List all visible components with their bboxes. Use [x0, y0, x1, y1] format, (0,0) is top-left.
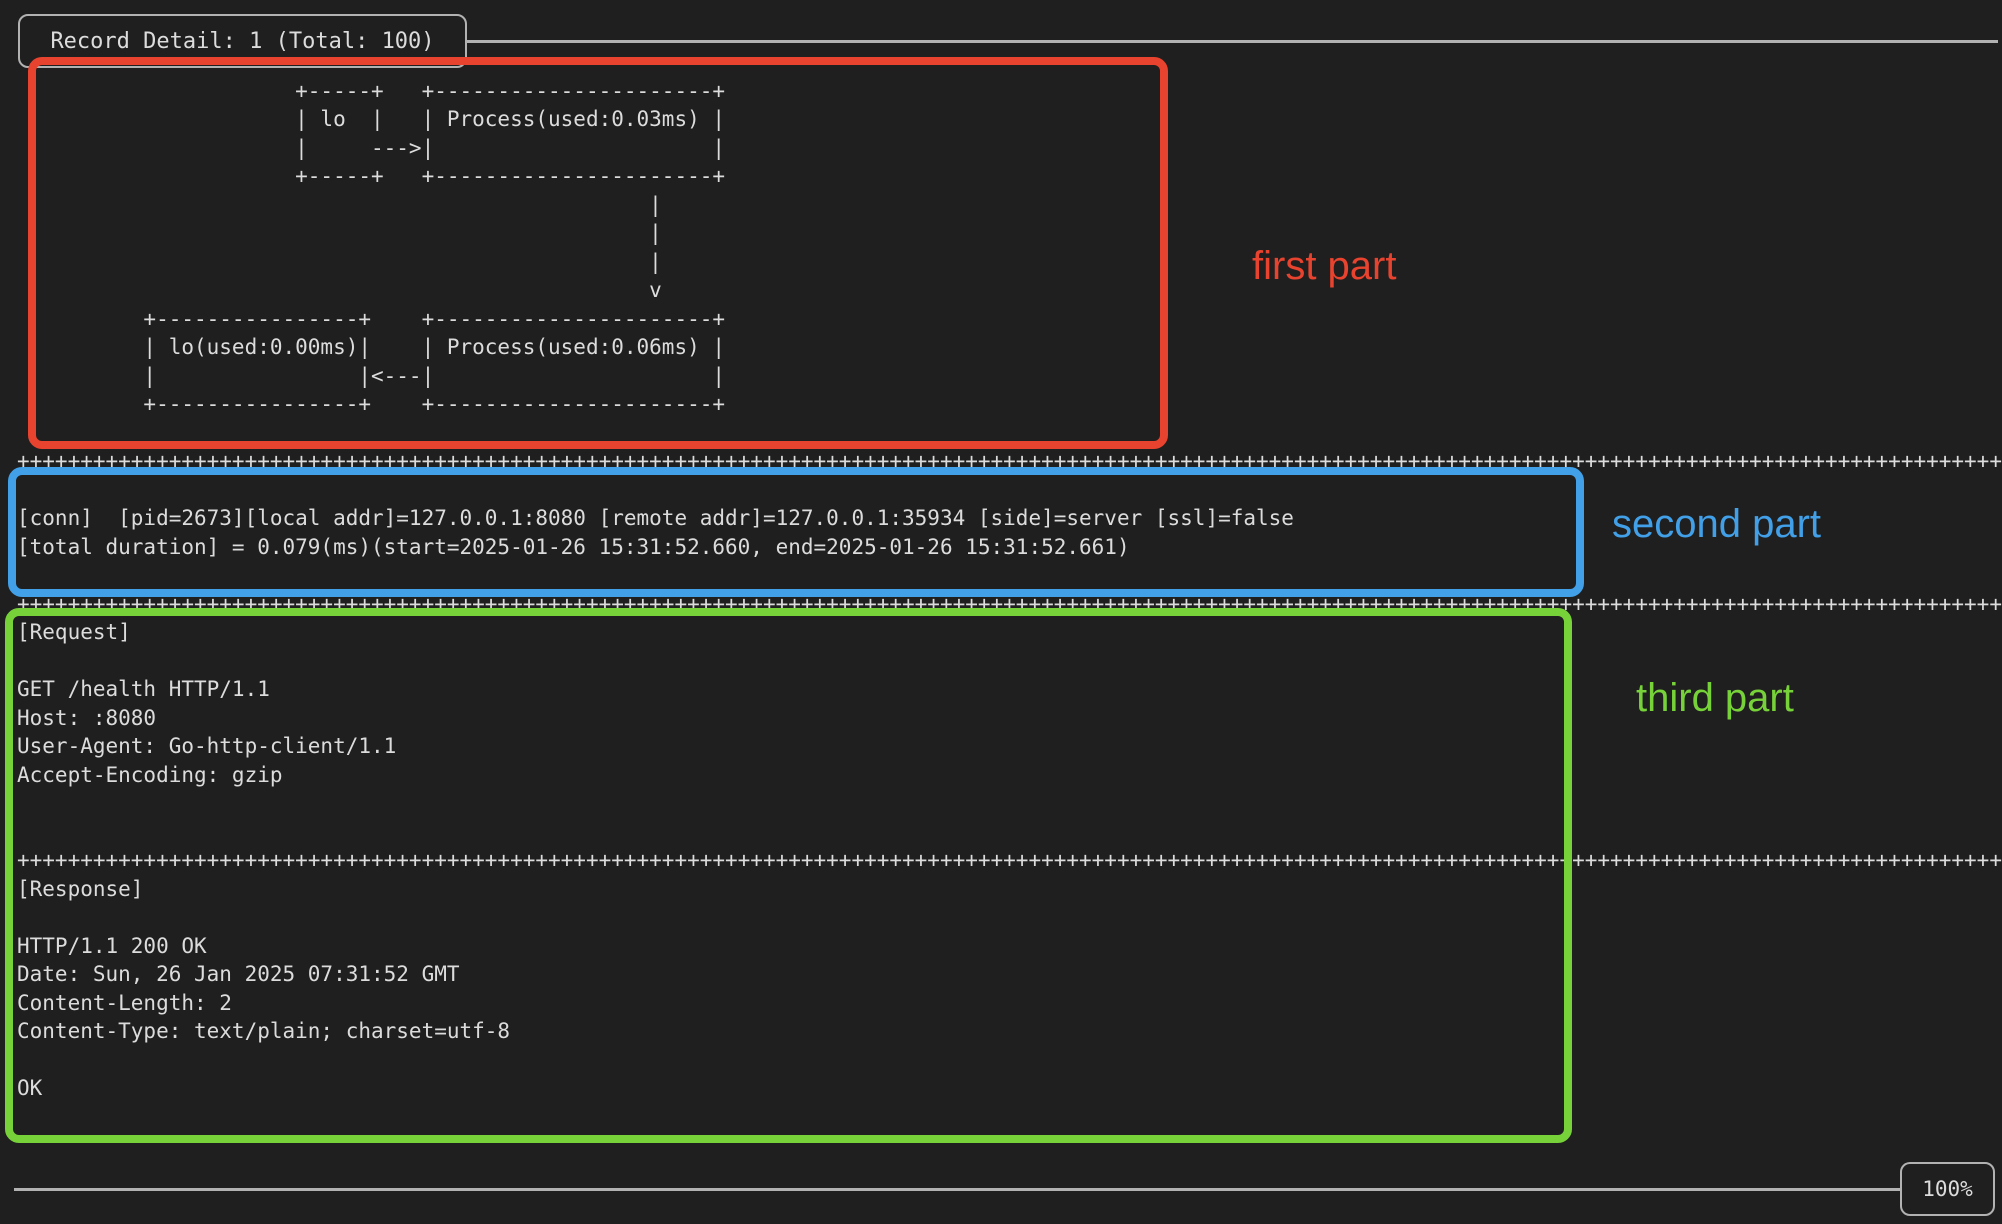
annotation-box-second-part	[8, 467, 1584, 597]
terminal-content[interactable]: +-----+ +----------------------+ | lo | …	[17, 78, 2002, 1101]
window-title: Record Detail: 1 (Total: 100)	[50, 28, 435, 54]
annotation-box-first-part	[28, 57, 1168, 449]
annotation-box-third-part	[5, 608, 1572, 1143]
annotation-label-second-part: second part	[1612, 502, 1822, 546]
scroll-position-value: 100%	[1922, 1177, 1973, 1201]
scroll-position-badge: 100%	[1900, 1162, 1995, 1216]
window-top-border	[467, 40, 1998, 43]
annotation-label-third-part: third part	[1636, 676, 1794, 720]
window-bottom-border	[14, 1188, 1902, 1191]
annotation-label-first-part: first part	[1252, 244, 1397, 288]
